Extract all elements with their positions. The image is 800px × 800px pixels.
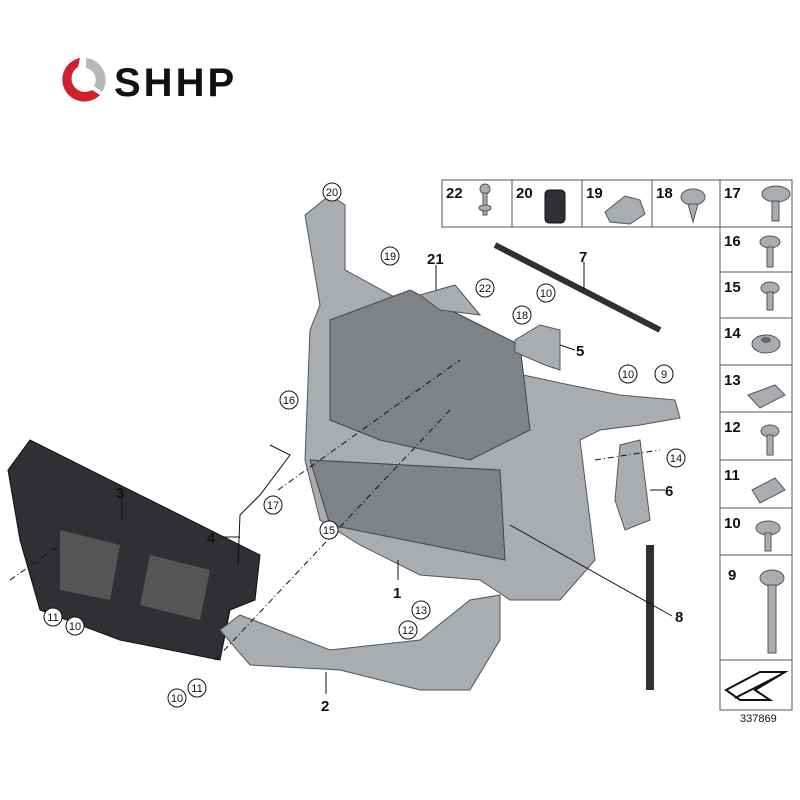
callout-circled-11: 11 xyxy=(187,678,207,698)
part-number-22: 22 xyxy=(446,185,463,202)
part-number-19: 19 xyxy=(586,185,603,202)
part-number-17: 17 xyxy=(724,185,741,202)
long-bolt-icon xyxy=(759,569,785,654)
svg-text:10: 10 xyxy=(540,288,552,300)
screw-icon xyxy=(760,424,780,456)
callout-circled-16: 16 xyxy=(279,390,299,410)
push-rivet-icon xyxy=(478,183,492,216)
direction-arrow-icon xyxy=(724,671,789,701)
callouts-circled: 20 19 22 10 18 10 9 16 14 17 15 11 10 13… xyxy=(43,182,686,708)
callout-circled-10: 10 xyxy=(167,688,187,708)
screw-icon xyxy=(680,188,706,224)
svg-text:11: 11 xyxy=(47,612,58,624)
collar-screw-icon xyxy=(755,520,781,552)
callout-circled-11: 11 xyxy=(43,607,63,627)
callout-8: 8 xyxy=(675,609,683,626)
callout-circled-19: 19 xyxy=(380,246,400,266)
logo: SHHP xyxy=(62,58,237,105)
collar-screw-icon xyxy=(759,235,781,268)
part-number-15: 15 xyxy=(724,279,741,296)
clip-nut-icon xyxy=(751,477,786,504)
lower-support xyxy=(219,594,501,691)
bracket-6 xyxy=(614,439,651,531)
part-number-12: 12 xyxy=(724,419,741,436)
parts-table: 22 20 19 18 17 16 15 14 13 12 11 10 9 xyxy=(441,179,793,711)
part-number-11: 11 xyxy=(724,467,740,484)
svg-text:10: 10 xyxy=(622,369,634,381)
callout-6: 6 xyxy=(665,483,673,500)
part-number-18: 18 xyxy=(656,185,673,202)
svg-text:17: 17 xyxy=(267,500,279,512)
hex-bolt-icon xyxy=(760,281,780,311)
callout-circled-10: 10 xyxy=(65,616,85,636)
callout-circled-10: 10 xyxy=(536,283,556,303)
svg-text:19: 19 xyxy=(384,251,396,263)
callout-circled-20: 20 xyxy=(322,182,342,202)
callout-circled-13: 13 xyxy=(411,600,431,620)
callout-1: 1 xyxy=(393,585,401,602)
hex-nut-icon xyxy=(751,334,781,354)
svg-text:14: 14 xyxy=(670,453,682,465)
cover-plate xyxy=(418,284,482,316)
svg-text:10: 10 xyxy=(69,621,81,633)
diagram-reference-number: 337869 xyxy=(740,713,777,725)
callout-circled-10: 10 xyxy=(618,364,638,384)
callout-circled-9: 9 xyxy=(654,364,674,384)
part-number-20: 20 xyxy=(516,185,533,202)
callout-circled-22: 22 xyxy=(475,278,495,298)
callout-5: 5 xyxy=(576,343,584,360)
svg-text:22: 22 xyxy=(479,283,491,295)
logo-mark-icon xyxy=(62,58,106,102)
rubber-buffer-icon xyxy=(544,189,566,224)
callout-circled-15: 15 xyxy=(319,520,339,540)
callout-circled-14: 14 xyxy=(666,448,686,468)
svg-text:18: 18 xyxy=(516,310,528,322)
flange-screw-icon xyxy=(761,185,791,222)
svg-text:12: 12 xyxy=(402,625,414,637)
callout-4: 4 xyxy=(207,530,216,547)
svg-text:10: 10 xyxy=(171,693,183,705)
part-number-13: 13 xyxy=(724,372,741,389)
bracket-5 xyxy=(514,324,561,371)
part-number-14: 14 xyxy=(724,325,741,342)
callout-7: 7 xyxy=(579,249,587,266)
svg-text:16: 16 xyxy=(283,395,295,407)
callout-3: 3 xyxy=(116,485,124,502)
part-number-16: 16 xyxy=(724,233,741,250)
front-end-carrier xyxy=(304,194,681,601)
bowden-cable xyxy=(237,444,291,566)
callouts-plain: 3 4 1 2 5 6 7 8 21 xyxy=(116,249,683,715)
logo-text: SHHP xyxy=(114,61,237,105)
svg-text:9: 9 xyxy=(661,369,667,381)
air-duct xyxy=(7,439,261,661)
svg-text:15: 15 xyxy=(323,525,335,537)
clip-nut-icon xyxy=(747,384,786,409)
seal-strip-top xyxy=(493,242,662,333)
callout-circled-18: 18 xyxy=(512,305,532,325)
svg-text:11: 11 xyxy=(191,683,202,695)
callout-2: 2 xyxy=(321,698,329,715)
part-number-10: 10 xyxy=(724,515,741,532)
callout-21: 21 xyxy=(427,251,444,268)
clip-icon xyxy=(604,195,646,225)
callout-circled-12: 12 xyxy=(398,620,418,640)
callout-circled-17: 17 xyxy=(263,495,283,515)
svg-text:20: 20 xyxy=(326,187,338,199)
svg-text:13: 13 xyxy=(415,605,427,617)
part-number-9: 9 xyxy=(728,567,736,584)
